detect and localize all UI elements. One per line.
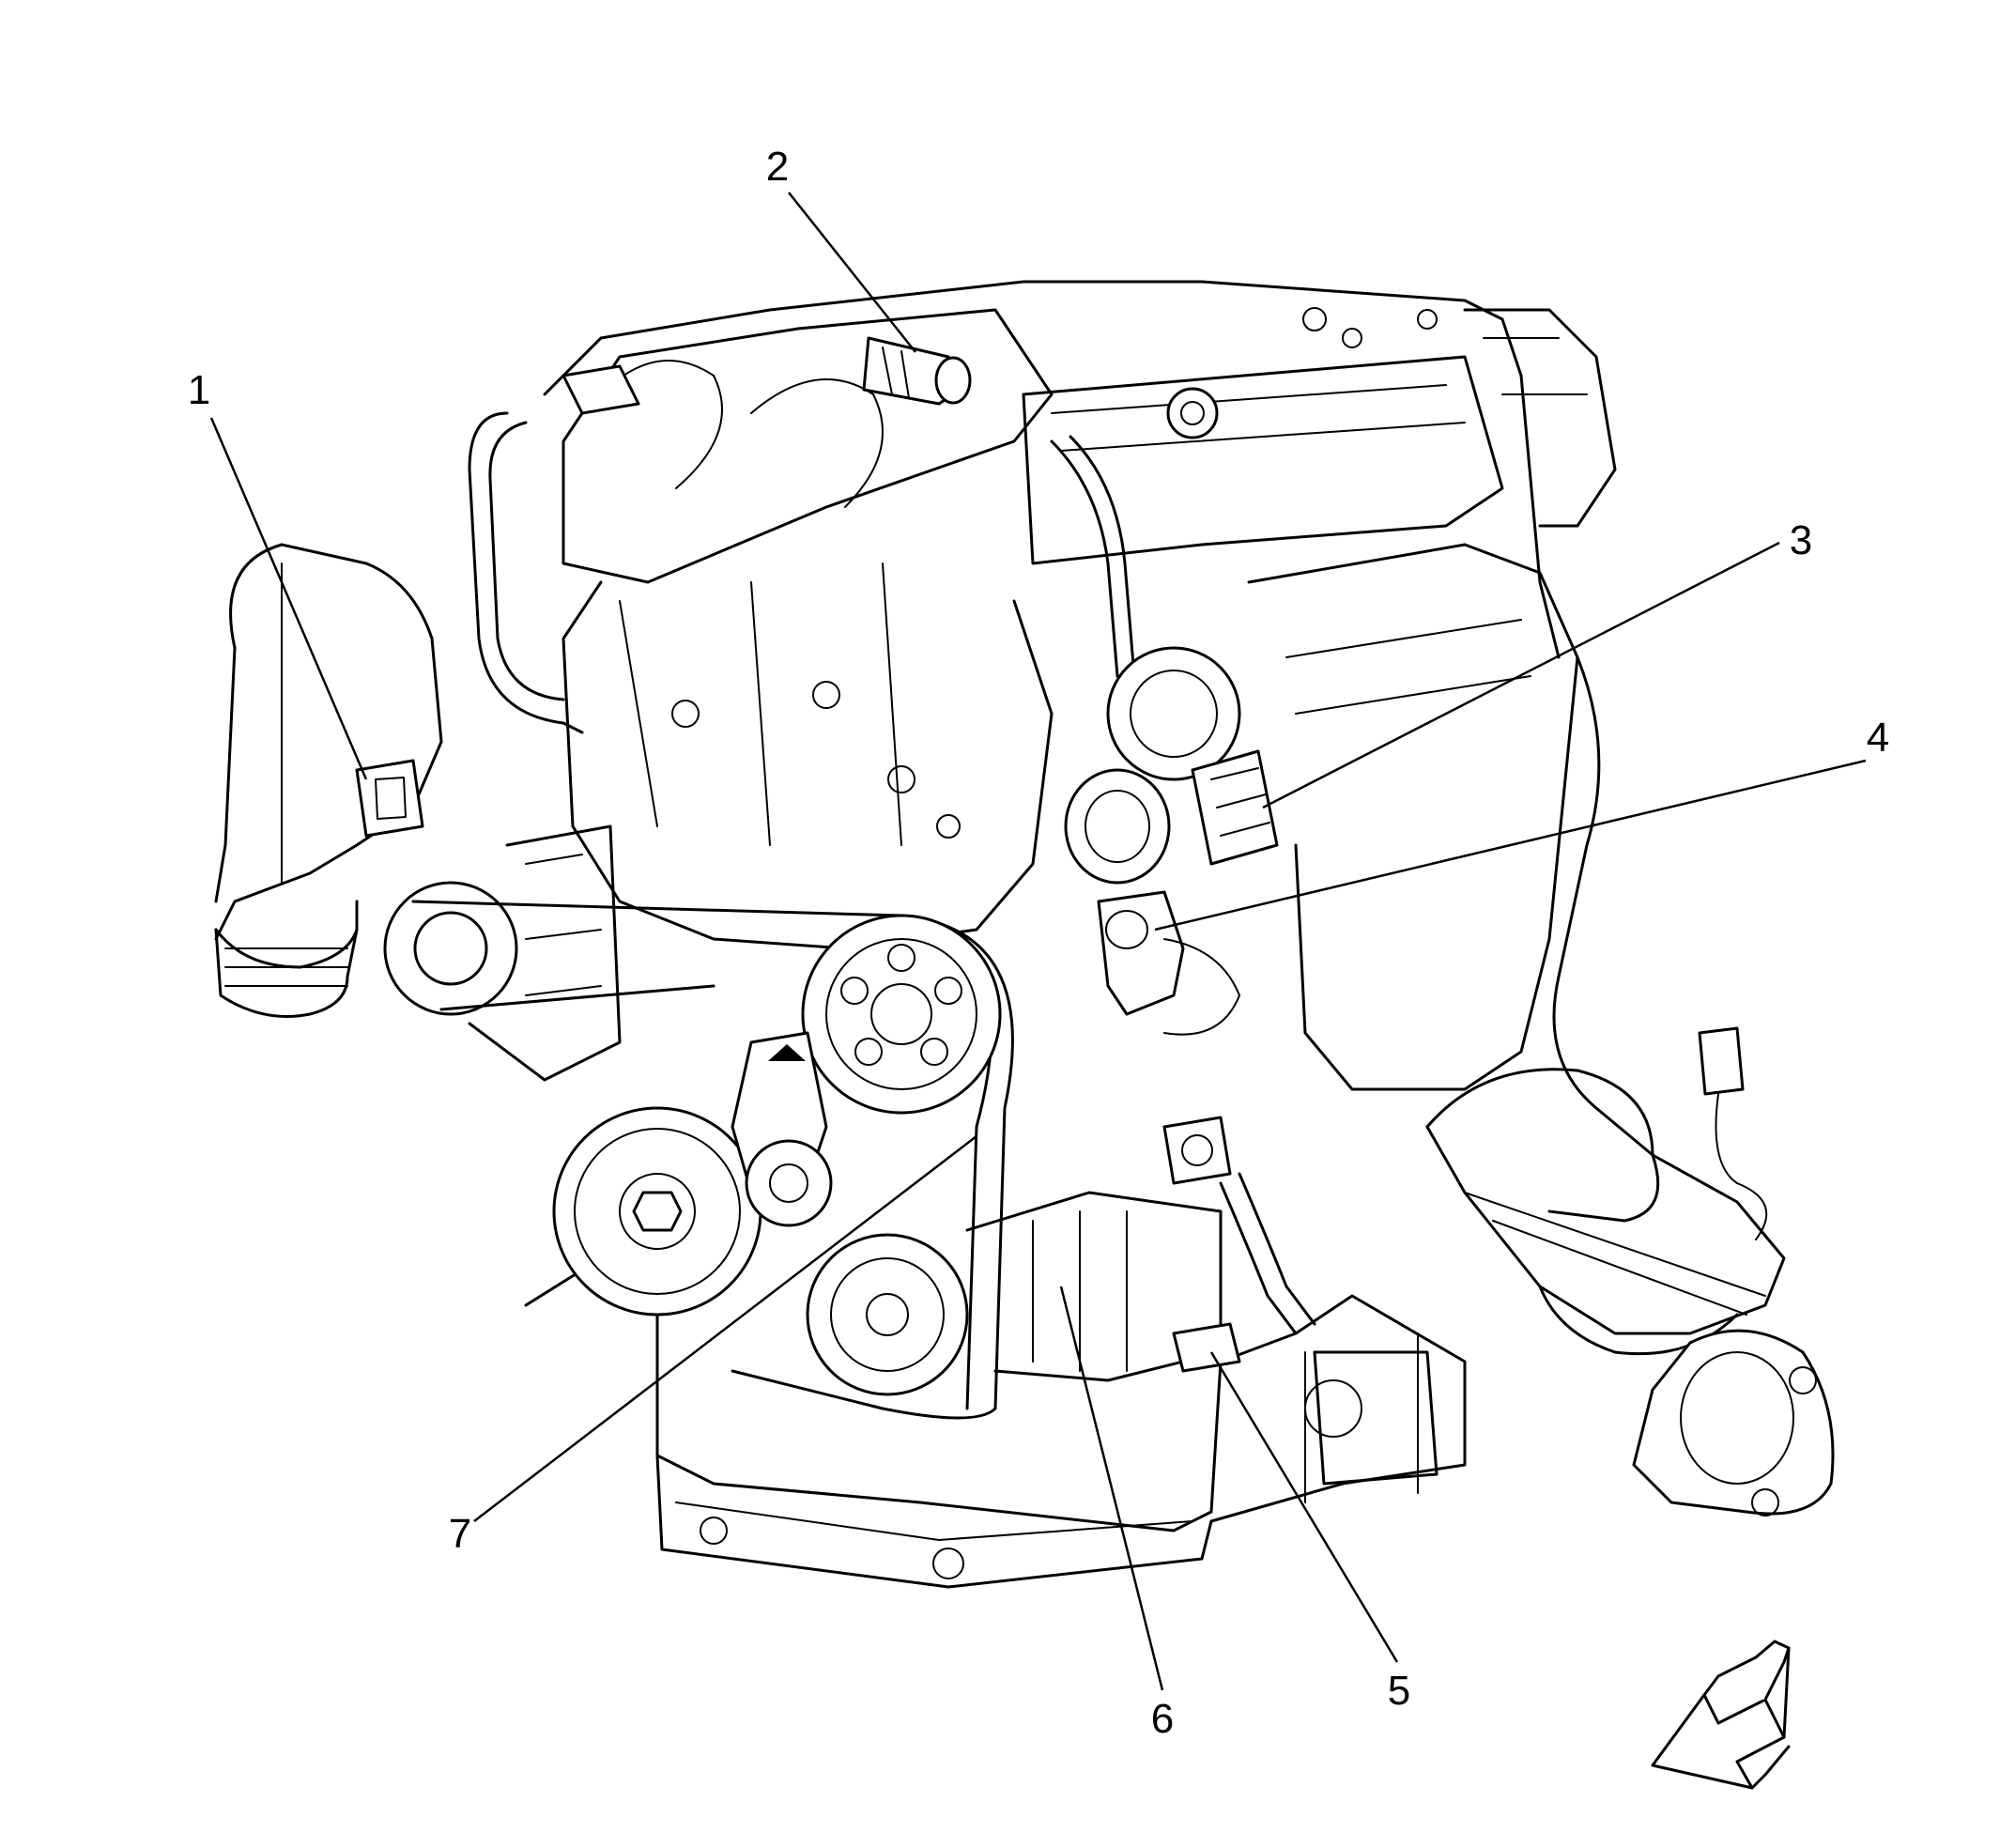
- callout-1: 1: [188, 367, 210, 413]
- leader-4: [1154, 759, 1867, 932]
- callout-3: 3: [1790, 517, 1812, 563]
- callout-6: 6: [1151, 1696, 1174, 1742]
- callout-7: 7: [449, 1511, 471, 1557]
- callout-labels: 1 2 3 4 5 6 7: [188, 144, 1889, 1742]
- callout-2: 2: [766, 144, 789, 190]
- leader-1: [209, 417, 368, 780]
- callout-5: 5: [1388, 1668, 1410, 1714]
- leader-lines: [209, 192, 1867, 1691]
- leader-3: [1262, 541, 1780, 809]
- arrow-icon: [1651, 1640, 1791, 1790]
- leader-6: [1059, 1286, 1164, 1691]
- leader-2: [788, 192, 916, 353]
- engine-illustration: [214, 280, 1835, 1589]
- callout-4: 4: [1867, 715, 1889, 761]
- leader-5: [1209, 1351, 1399, 1663]
- leader-7: [473, 1135, 977, 1522]
